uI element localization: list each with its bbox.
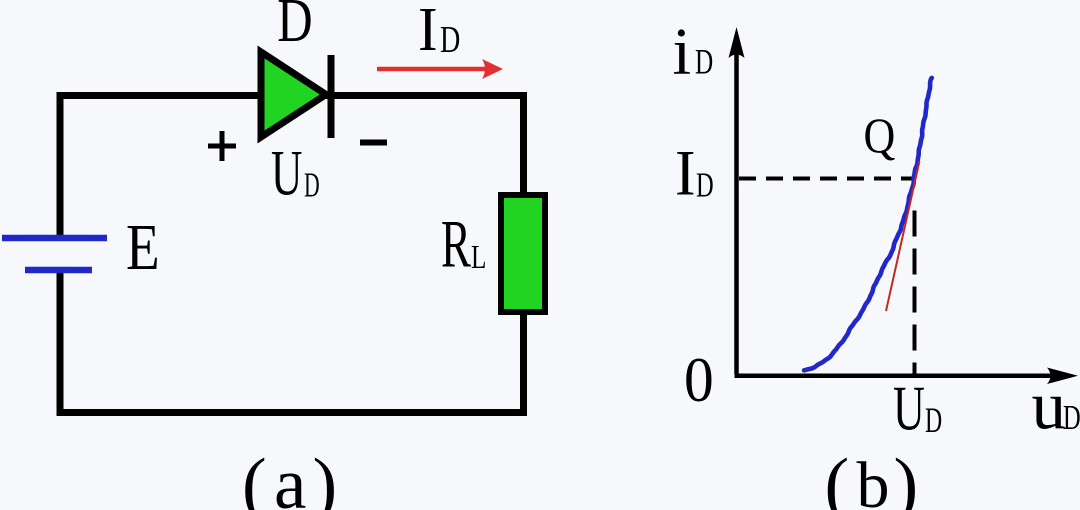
svg-text:(: (: [825, 444, 850, 510]
svg-text:D: D: [440, 19, 460, 61]
svg-text:0: 0: [684, 345, 714, 415]
svg-text:): ): [313, 444, 338, 510]
svg-text:D: D: [277, 0, 312, 55]
svg-text:R: R: [441, 207, 471, 281]
svg-text:D: D: [925, 400, 942, 440]
svg-text:(: (: [242, 444, 267, 510]
svg-text:E: E: [126, 211, 160, 284]
svg-text:D: D: [696, 165, 714, 204]
svg-text:i: i: [673, 15, 692, 89]
svg-text:L: L: [471, 238, 486, 276]
svg-text:U: U: [893, 372, 925, 443]
svg-text:D: D: [1063, 398, 1080, 437]
svg-text:I: I: [675, 137, 696, 209]
svg-text:a: a: [274, 443, 306, 510]
svg-text:): ): [894, 444, 919, 510]
svg-text:D: D: [695, 41, 713, 82]
svg-text:I: I: [418, 0, 438, 64]
svg-text:D: D: [304, 166, 320, 204]
svg-text:Q: Q: [864, 108, 896, 163]
svg-text:u: u: [1032, 368, 1067, 444]
svg-text:U: U: [271, 137, 302, 209]
svg-text:b: b: [857, 449, 890, 510]
